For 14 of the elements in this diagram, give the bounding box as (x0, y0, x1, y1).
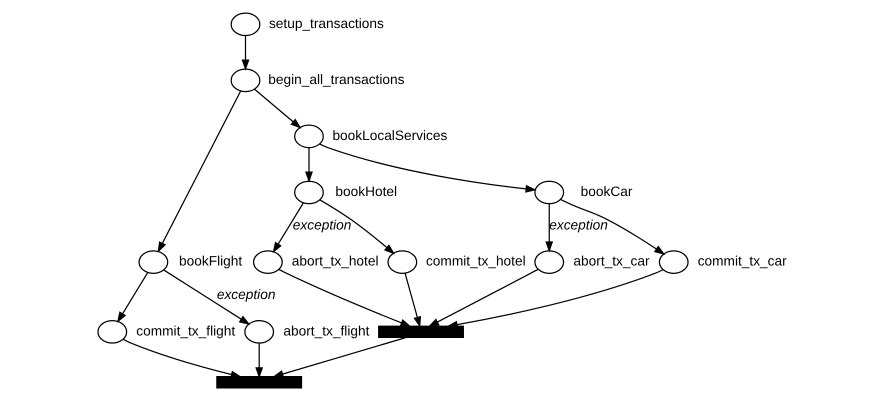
node-label: bookLocalServices (332, 128, 447, 143)
node-label: commit_tx_car (697, 254, 786, 269)
node-label: abort_tx_hotel (291, 254, 378, 269)
node-label: bookFlight (178, 254, 242, 269)
node-label: commit_tx_flight (136, 323, 235, 338)
node-label: bookCar (580, 184, 632, 199)
node-label: begin_all_transactions (268, 72, 404, 87)
node-label: bookHotel (334, 184, 397, 199)
node-label: abort_tx_car (572, 254, 650, 269)
node-label: setup_transactions (268, 16, 384, 31)
node-label: abort_tx_flight (282, 323, 369, 338)
edge-label: exception (216, 287, 275, 302)
edge-label: exception (292, 218, 351, 233)
node-label: commit_tx_hotel (425, 254, 526, 269)
